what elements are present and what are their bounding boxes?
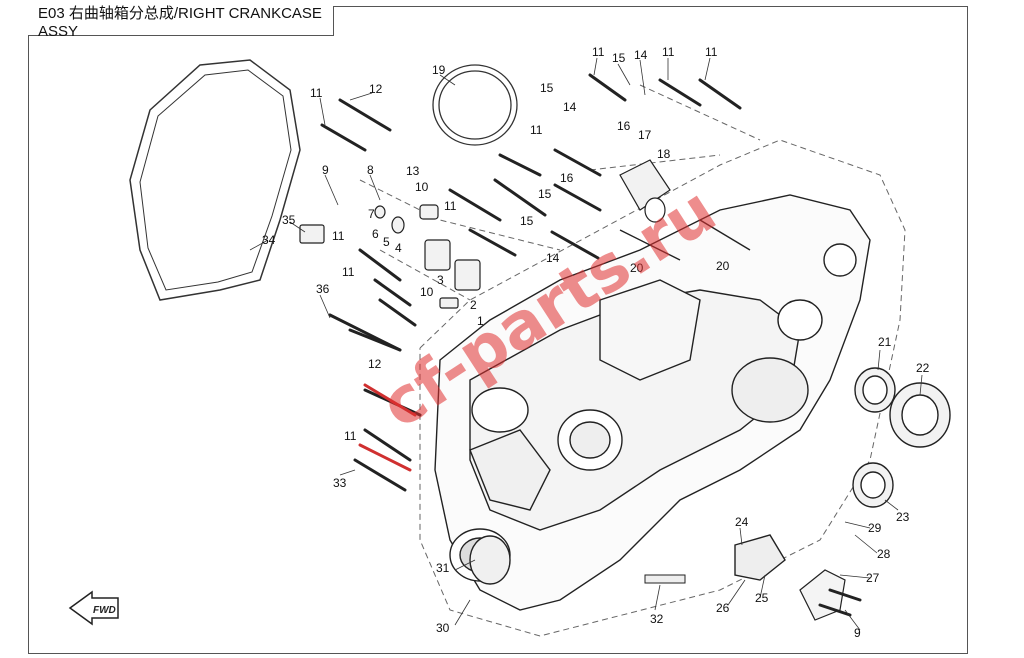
fwd-arrow-icon xyxy=(68,590,119,626)
fwd-direction-marker: FWD xyxy=(68,590,119,626)
callout-label: 20 xyxy=(630,261,644,275)
callout-label: 27 xyxy=(866,571,880,585)
highlighted-bolts xyxy=(358,383,417,472)
callout-label: 3 xyxy=(437,273,444,287)
oil-seal-31 xyxy=(469,535,511,585)
leader-lines xyxy=(249,57,923,631)
right-crankcase-housing xyxy=(434,194,871,611)
callout-label: 15 xyxy=(612,51,626,65)
callout-label: 11 xyxy=(342,265,355,279)
callout-label: 23 xyxy=(896,510,910,524)
callout-label: 14 xyxy=(563,100,577,114)
callout-label: 6 xyxy=(372,227,379,241)
callout-label: 4 xyxy=(395,241,402,255)
callout-label: 8 xyxy=(367,163,374,177)
callout-label: 18 xyxy=(657,147,671,161)
callout-label: 14 xyxy=(546,251,560,265)
pin-32 xyxy=(644,574,686,584)
callout-label: 36 xyxy=(316,282,330,296)
callout-label: 12 xyxy=(369,82,383,96)
callout-label: 16 xyxy=(617,119,631,133)
fwd-label: FWD xyxy=(93,605,116,616)
callout-label: 7 xyxy=(368,207,375,221)
callout-label: 35 xyxy=(282,213,296,227)
callout-label: 22 xyxy=(916,361,930,375)
callout-label: 13 xyxy=(406,164,420,178)
callout-label: 21 xyxy=(878,335,892,349)
callout-label: 20 xyxy=(716,259,730,273)
callout-label: 32 xyxy=(650,612,664,626)
oil-pump-parts xyxy=(299,159,671,309)
callout-label: 24 xyxy=(735,515,749,529)
crankcase-assembly-outline xyxy=(359,84,906,637)
callout-labels: 11 15 14 11 11 19 12 11 15 14 11 16 17 1… xyxy=(262,45,930,640)
crankcase-cover-gasket xyxy=(129,59,301,301)
bearing-23 xyxy=(852,462,894,508)
callout-label: 11 xyxy=(444,199,457,213)
callout-label: 15 xyxy=(540,81,554,95)
callout-label: 12 xyxy=(368,357,382,371)
callout-label: 31 xyxy=(436,561,450,575)
callout-label: 10 xyxy=(420,285,434,299)
callout-label: 26 xyxy=(716,601,730,615)
callout-label: 11 xyxy=(310,86,323,100)
callout-label: 15 xyxy=(520,214,534,228)
callout-label: 9 xyxy=(854,626,861,640)
callout-label: 19 xyxy=(432,63,446,77)
callout-label: 11 xyxy=(592,45,605,59)
callout-label: 30 xyxy=(436,621,450,635)
callout-label: 11 xyxy=(344,429,357,443)
gasket-inner-edge xyxy=(139,69,292,291)
callout-label: 11 xyxy=(530,123,543,137)
callout-label: 9 xyxy=(322,163,329,177)
bushing-26 xyxy=(734,534,786,581)
callout-label: 11 xyxy=(705,45,718,59)
callout-label: 11 xyxy=(662,45,675,59)
callout-label: 10 xyxy=(415,180,429,194)
callout-label: 15 xyxy=(538,187,552,201)
callout-label: 16 xyxy=(560,171,574,185)
callout-label: 2 xyxy=(470,298,477,312)
callout-label: 28 xyxy=(877,547,891,561)
callout-label: 1 xyxy=(477,314,484,328)
diagram-title: E03 右曲轴箱分总成/RIGHT CRANKCASE ASSY xyxy=(28,5,334,40)
callout-label: 17 xyxy=(638,128,652,142)
callout-label: 25 xyxy=(755,591,769,605)
bolts xyxy=(320,73,862,617)
diagram-frame xyxy=(28,6,968,654)
bearing-22 xyxy=(889,382,951,448)
callout-label: 5 xyxy=(383,235,390,249)
cover-seal-19 xyxy=(432,64,518,146)
callout-label: 29 xyxy=(868,521,882,535)
callout-label: 14 xyxy=(634,48,648,62)
oil-seal-21 xyxy=(854,367,896,413)
callout-label: 11 xyxy=(332,229,345,243)
callout-label: 34 xyxy=(262,233,276,247)
callout-label: 33 xyxy=(333,476,347,490)
